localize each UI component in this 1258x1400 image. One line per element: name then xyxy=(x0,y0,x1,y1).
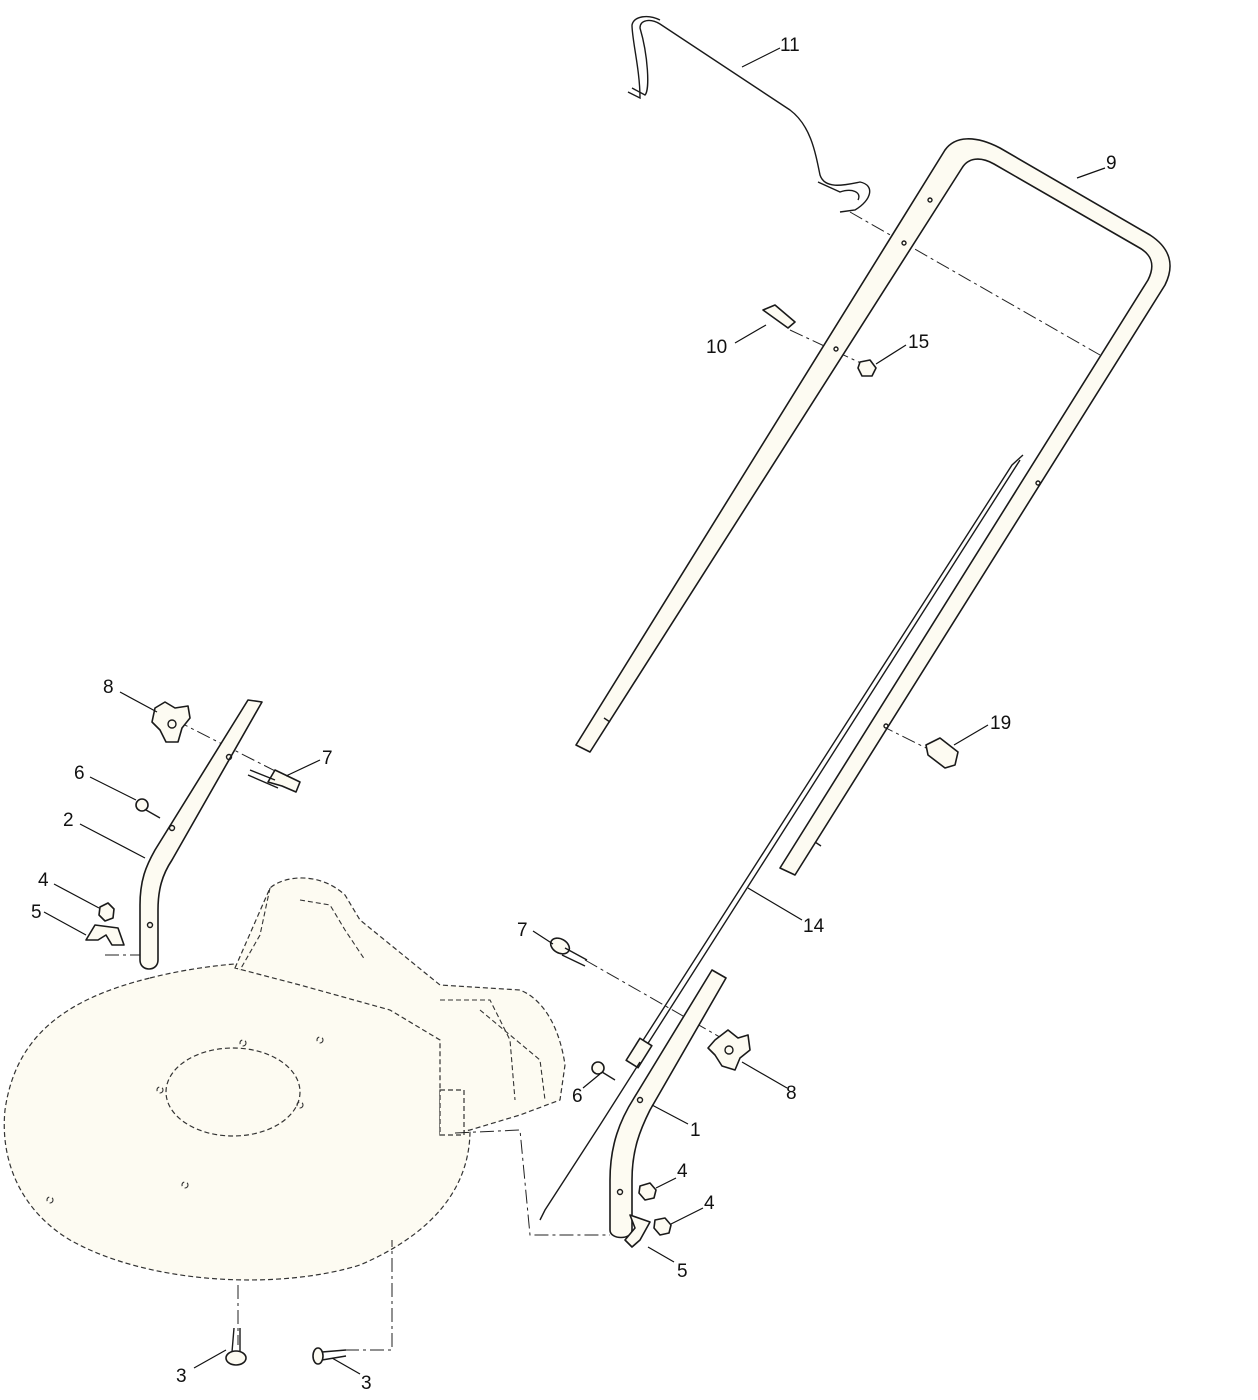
bracket-part-5-right xyxy=(624,1214,651,1248)
nut-part-15 xyxy=(857,359,877,377)
callout-9: 9 xyxy=(1106,153,1117,174)
upper-handle-part-9 xyxy=(575,138,1171,876)
callout-11: 11 xyxy=(780,35,800,56)
nut-part-4-left xyxy=(98,902,115,922)
nut-part-4-right-a xyxy=(638,1182,657,1201)
callout-8-left: 8 xyxy=(103,677,114,698)
callout-6-right: 6 xyxy=(572,1086,583,1107)
bolt-part-3-left xyxy=(225,1327,247,1366)
bolt-part-3-right xyxy=(312,1347,347,1365)
callout-4-right-b: 4 xyxy=(704,1193,715,1214)
callout-7-left: 7 xyxy=(322,748,333,769)
knob-part-8-left xyxy=(151,701,191,743)
assembly-centerlines xyxy=(105,211,1101,1351)
callout-3-left: 3 xyxy=(176,1366,187,1387)
screw-part-6-left xyxy=(135,798,161,819)
callout-4-left: 4 xyxy=(38,870,49,891)
callout-19: 19 xyxy=(990,713,1011,734)
lower-handle-part-2 xyxy=(139,699,263,970)
clip-part-19 xyxy=(925,737,959,769)
carriage-bolt-part-7-right xyxy=(549,937,588,967)
callout-7-right: 7 xyxy=(517,920,528,941)
callout-4-right-a: 4 xyxy=(677,1161,688,1182)
control-cable-part-14 xyxy=(539,454,1024,1221)
callout-5-left: 5 xyxy=(31,902,42,923)
callout-6-left: 6 xyxy=(74,763,85,784)
knob-part-8-right xyxy=(707,1029,751,1071)
bracket-part-5-left xyxy=(85,924,125,946)
bail-part-11 xyxy=(627,15,871,213)
leader-lines xyxy=(43,47,1106,1375)
callout-5-right: 5 xyxy=(677,1261,688,1282)
callout-10: 10 xyxy=(706,337,727,358)
callout-2: 2 xyxy=(63,810,74,831)
wing-part-10 xyxy=(762,304,796,329)
callout-3-right: 3 xyxy=(361,1373,372,1394)
callout-1: 1 xyxy=(690,1120,701,1141)
nut-part-4-right-b xyxy=(653,1217,672,1236)
lower-handle-part-1 xyxy=(609,969,727,1239)
callout-15: 15 xyxy=(908,332,929,353)
callout-labels: 11 9 10 15 19 14 8 7 6 2 4 5 7 8 6 1 4 4… xyxy=(31,35,1117,1394)
carriage-bolt-part-7-left xyxy=(247,769,301,793)
mower-deck-phantom xyxy=(3,877,566,1281)
callout-14: 14 xyxy=(803,916,825,937)
screw-part-6-right xyxy=(591,1061,616,1081)
callout-8-right: 8 xyxy=(786,1083,797,1104)
